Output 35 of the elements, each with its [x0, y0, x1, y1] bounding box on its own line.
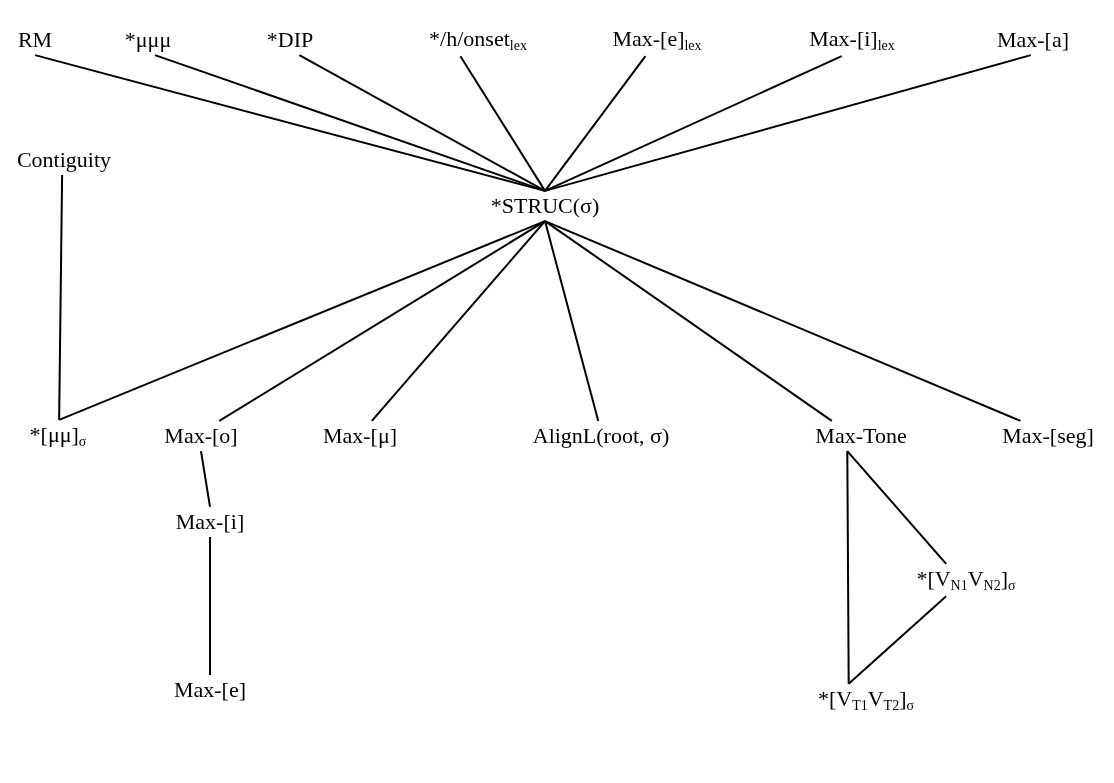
- constraint-label: Max-[o]: [164, 423, 238, 449]
- constraint-label: *DIP: [266, 27, 314, 53]
- constraint-label: *[μμ]$_{σ}$: [29, 422, 87, 450]
- constraint-label: RM: [17, 27, 53, 53]
- connector-line: [34, 54, 546, 192]
- connector-line: [544, 55, 647, 192]
- connector-line: [846, 450, 850, 685]
- connector-line: [544, 220, 833, 422]
- connector-line: [298, 54, 546, 192]
- constraint-label: Max-[seg]: [1002, 423, 1094, 449]
- constraint-label: Max-[i]: [175, 509, 245, 535]
- constraint-label: Max-[e]: [173, 677, 247, 703]
- connector-line: [459, 55, 546, 192]
- constraint-label: *[V$_{T1}$V$_{T2}$]$_{σ}$: [817, 686, 915, 714]
- connector-line: [200, 450, 211, 508]
- constraint-label: Contiguity: [16, 147, 112, 173]
- connector-line: [544, 220, 1022, 422]
- constraint-label: Max-[μ]: [322, 423, 398, 449]
- connector-line: [846, 450, 948, 565]
- constraint-label: *STRUC(σ): [490, 193, 600, 219]
- constraint-label: *[V$_{N1}$V$_{N2}$]$_{σ}$: [916, 566, 1016, 594]
- connector-line: [847, 595, 948, 685]
- connector-line: [370, 220, 546, 422]
- connector-line: [218, 220, 546, 422]
- connector-line: [58, 174, 64, 421]
- constraint-label: Max-[i]$_{lex}$: [809, 26, 895, 54]
- constraint-label: AlignL(root, σ): [532, 423, 670, 449]
- constraint-label: */h/onset$_{lex}$: [429, 26, 527, 54]
- connector-line: [544, 220, 600, 422]
- constraint-label: Max-[e]$_{lex}$: [612, 26, 702, 54]
- connector-line: [209, 536, 211, 676]
- constraint-label: Max-[a]: [996, 27, 1070, 53]
- connector-line: [544, 54, 1032, 192]
- constraint-label: Max-Tone: [815, 423, 907, 449]
- constraint-label: *μμμ: [124, 27, 172, 53]
